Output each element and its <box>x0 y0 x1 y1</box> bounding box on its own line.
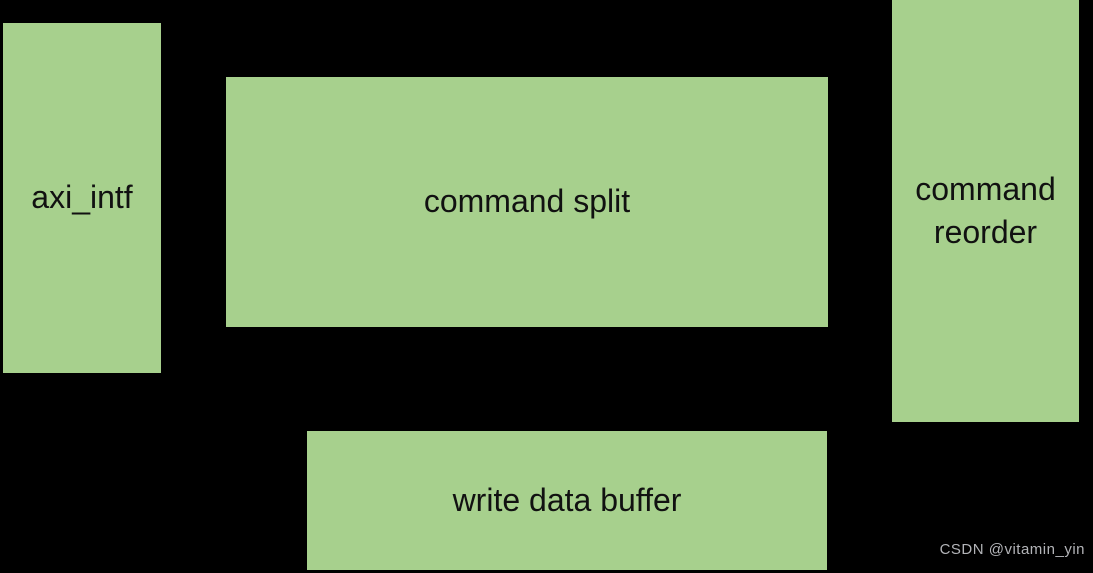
block-command-split-label: command split <box>423 183 631 220</box>
block-axi-intf: axi_intf <box>3 23 161 373</box>
block-command-reorder-label: command reorder <box>915 170 1056 250</box>
block-write-data-buffer: write data buffer <box>307 431 827 570</box>
block-write-data-buffer-label: write data buffer <box>452 481 682 518</box>
block-command-reorder: command reorder <box>892 0 1079 422</box>
block-command-split: command split <box>226 77 828 327</box>
block-axi-intf-label: axi_intf <box>31 179 133 216</box>
csdn-watermark: CSDN @vitamin_yin <box>939 541 1085 558</box>
